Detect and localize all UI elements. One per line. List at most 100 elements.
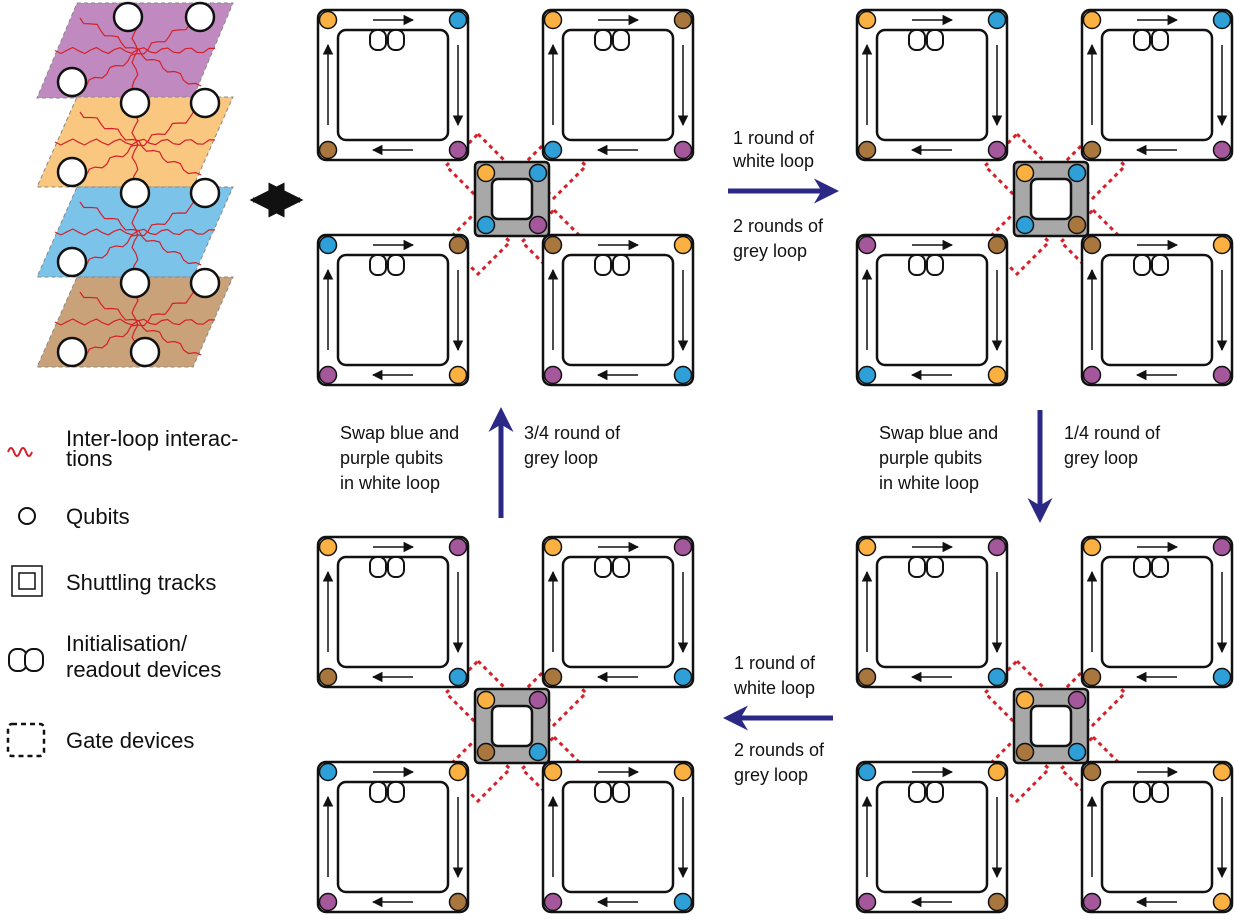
- grey-loop-inner: [1029, 177, 1073, 221]
- purple-qubit-icon: [857, 235, 877, 255]
- readout-device-icon: [1133, 254, 1151, 276]
- blue-qubit-icon: [528, 163, 548, 183]
- transition-2-text-4: 1/4 round of: [1064, 423, 1161, 443]
- architecture-panel: [316, 8, 695, 387]
- readout-device-icon: [594, 781, 612, 803]
- interaction-line: [80, 201, 201, 270]
- interaction-line: [79, 201, 202, 266]
- brown-qubit-icon: [543, 235, 563, 255]
- readout-device-icon: [612, 781, 630, 803]
- readout-device-icon: [369, 29, 387, 51]
- purple-qubit-icon: [448, 537, 468, 557]
- blue-qubit-icon: [673, 365, 693, 385]
- orange-qubit-icon: [318, 10, 338, 30]
- gate-device: [982, 207, 1052, 277]
- grey-loop-inner: [1029, 704, 1073, 748]
- brown-qubit-icon: [318, 140, 338, 160]
- blue-qubit-icon: [528, 742, 548, 762]
- readout-device-icon: [926, 781, 944, 803]
- transition-3-text-3: 2 rounds of: [734, 740, 825, 760]
- transition-1-text-1: 1 round of: [733, 128, 815, 148]
- readout-device-icon: [926, 29, 944, 51]
- qubit-icon: [129, 336, 161, 368]
- orange-qubit-icon: [543, 762, 563, 782]
- brown-qubit-icon: [987, 892, 1007, 912]
- blue-qubit-icon: [1067, 742, 1087, 762]
- orange-qubit-icon: [476, 690, 496, 710]
- purple-qubit-icon: [543, 365, 563, 385]
- readout-device-icon: [387, 556, 405, 578]
- brown-qubit-icon: [1082, 140, 1102, 160]
- blue-qubit-icon: [448, 667, 468, 687]
- blue-qubit-icon: [1212, 667, 1232, 687]
- architecture-panel: [855, 535, 1234, 914]
- blue-qubit-icon: [987, 10, 1007, 30]
- transition-4-text-5: grey loop: [524, 448, 598, 468]
- readout-device-icon: [612, 254, 630, 276]
- purple-qubit-icon: [1082, 365, 1102, 385]
- brown-qubit-icon: [1082, 667, 1102, 687]
- orange-qubit-icon: [1212, 892, 1232, 912]
- grey-loop-inner: [490, 704, 534, 748]
- purple-qubit-icon: [1212, 365, 1232, 385]
- legend-gates-label: Gate devices: [66, 728, 194, 753]
- double-ring-icon: [8, 648, 44, 672]
- readout-device-icon: [1133, 29, 1151, 51]
- purple-qubit-icon: [987, 140, 1007, 160]
- brown-qubit-icon: [318, 667, 338, 687]
- interaction-line: [54, 318, 215, 326]
- orange-qubit-icon: [1082, 537, 1102, 557]
- readout-device-icon: [612, 29, 630, 51]
- brown-qubit-icon: [448, 235, 468, 255]
- transition-2-text-5: grey loop: [1064, 448, 1138, 468]
- qubit-icon: [119, 177, 151, 209]
- purple-qubit-icon: [318, 365, 338, 385]
- transition-3-text-1: 1 round of: [734, 653, 816, 673]
- blue-qubit-icon: [857, 365, 877, 385]
- orange-qubit-icon: [1212, 762, 1232, 782]
- readout-device-icon: [369, 556, 387, 578]
- readout-device-icon: [1133, 556, 1151, 578]
- transition-2: Swap blue and purple qubits in white loo…: [879, 410, 1161, 523]
- readout-device-icon: [594, 556, 612, 578]
- blue-qubit-icon: [857, 762, 877, 782]
- transition-3-text-2: white loop: [733, 678, 815, 698]
- transition-1-text-3: 2 rounds of: [733, 216, 824, 236]
- transition-1-text-2: white loop: [732, 151, 814, 171]
- brown-qubit-icon: [987, 235, 1007, 255]
- transition-4-text-3: in white loop: [340, 473, 440, 493]
- readout-device-icon: [908, 781, 926, 803]
- interaction-line: [54, 138, 215, 146]
- transition-2-text-3: in white loop: [879, 473, 979, 493]
- orange-qubit-icon: [987, 762, 1007, 782]
- blue-qubit-icon: [673, 892, 693, 912]
- purple-qubit-icon: [543, 892, 563, 912]
- purple-qubit-icon: [528, 690, 548, 710]
- legend-tracks-label: Shuttling tracks: [66, 570, 216, 595]
- orange-qubit-icon: [987, 365, 1007, 385]
- orange-qubit-icon: [448, 762, 468, 782]
- purple-qubit-icon: [673, 537, 693, 557]
- qubit-icon: [184, 1, 216, 33]
- transition-2-text-1: Swap blue and: [879, 423, 998, 443]
- readout-device-icon: [594, 29, 612, 51]
- interaction-line: [79, 111, 202, 176]
- purple-qubit-icon: [528, 215, 548, 235]
- transition-1-text-4: grey loop: [733, 241, 807, 261]
- purple-qubit-icon: [448, 140, 468, 160]
- blue-qubit-icon: [476, 215, 496, 235]
- qubit-icon: [189, 177, 221, 209]
- blue-qubit-icon: [318, 235, 338, 255]
- layer-stack: [36, 1, 234, 368]
- purple-qubit-icon: [1067, 690, 1087, 710]
- interaction-line: [79, 17, 202, 87]
- orange-qubit-icon: [1015, 163, 1035, 183]
- brown-qubit-icon: [1067, 215, 1087, 235]
- transition-3-text-4: grey loop: [734, 765, 808, 785]
- readout-device-icon: [1151, 254, 1169, 276]
- brown-qubit-icon: [543, 667, 563, 687]
- blue-qubit-icon: [987, 667, 1007, 687]
- transition-2-text-2: purple qubits: [879, 448, 982, 468]
- dashed-square-icon: [6, 722, 46, 758]
